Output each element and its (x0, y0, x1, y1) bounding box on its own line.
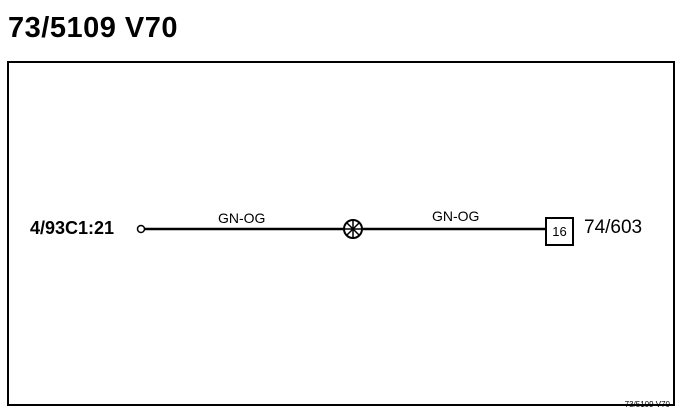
terminal-circle-icon (136, 224, 146, 234)
diagram-frame (7, 61, 675, 406)
diagram-title: 73/5109 V70 (8, 12, 178, 44)
footer-reference: 73/5109 V70 (624, 400, 670, 409)
source-connector-label: 4/93C1:21 (30, 218, 115, 238)
wire-right-color-label: GN-OG (432, 208, 480, 224)
pin-number-box: 16 (545, 217, 574, 246)
splice-junction-icon (343, 219, 363, 239)
destination-connector-label: 74/603 (584, 217, 643, 238)
wire-left-color-label: GN-OG (218, 210, 266, 226)
